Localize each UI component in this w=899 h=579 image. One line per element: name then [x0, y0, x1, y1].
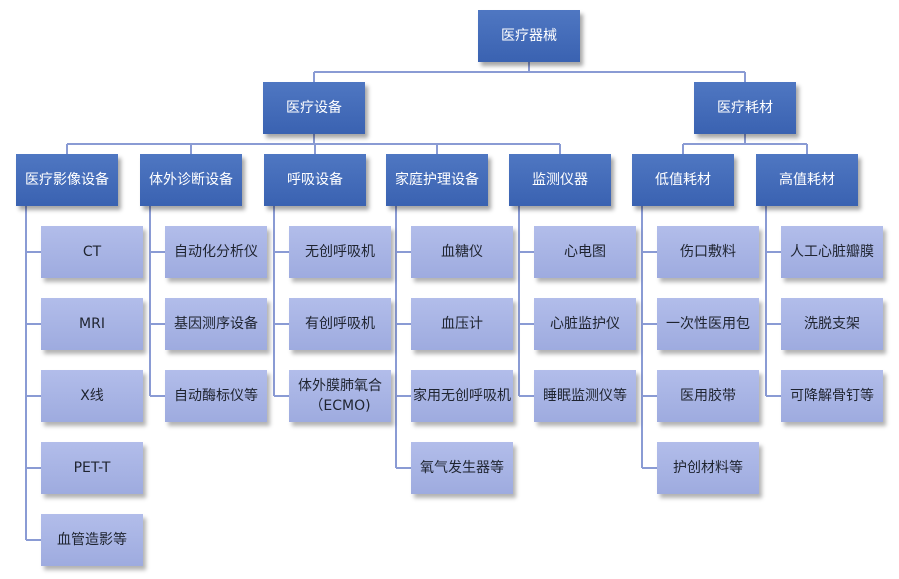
leaf-node: 自动化分析仪: [165, 226, 267, 278]
leaf-node: 可降解骨钉等: [781, 370, 883, 422]
leaf-node: 伤口敷料: [657, 226, 759, 278]
leaf-node: 医用胶带: [657, 370, 759, 422]
leaf-node: 心脏监护仪: [534, 298, 636, 350]
leaf-node: 睡眠监测仪等: [534, 370, 636, 422]
leaf-node: 护创材料等: [657, 442, 759, 494]
leaf-node: 基因测序设备: [165, 298, 267, 350]
leaf-node: 一次性医用包: [657, 298, 759, 350]
leaf-node: 心电图: [534, 226, 636, 278]
leaf-node: 人工心脏瓣膜: [781, 226, 883, 278]
leaf-node: PET-T: [41, 442, 143, 494]
leaf-node: MRI: [41, 298, 143, 350]
leaf-node: CT: [41, 226, 143, 278]
leaf-node: 有创呼吸机: [289, 298, 391, 350]
branch-node-medical-equipment: 医疗设备: [263, 82, 365, 134]
category-node-low-value: 低值耗材: [632, 154, 734, 206]
category-node-home-care: 家庭护理设备: [386, 154, 488, 206]
leaf-node: 无创呼吸机: [289, 226, 391, 278]
leaf-node: 血压计: [411, 298, 513, 350]
category-node-ivd: 体外诊断设备: [140, 154, 242, 206]
category-node-respiratory: 呼吸设备: [264, 154, 366, 206]
leaf-node: 氧气发生器等: [411, 442, 513, 494]
leaf-node: 体外膜肺氧合（ECMO): [289, 370, 391, 422]
leaf-node: 自动酶标仪等: [165, 370, 267, 422]
leaf-node: 血管造影等: [41, 514, 143, 566]
leaf-node: 家用无创呼吸机: [411, 370, 513, 422]
category-node-imaging: 医疗影像设备: [16, 154, 118, 206]
category-node-high-value: 高值耗材: [756, 154, 858, 206]
root-node: 医疗器械: [478, 10, 580, 62]
category-node-monitoring: 监测仪器: [509, 154, 611, 206]
leaf-node: 洗脱支架: [781, 298, 883, 350]
leaf-node: 血糖仪: [411, 226, 513, 278]
leaf-node: X线: [41, 370, 143, 422]
branch-node-medical-consumables: 医疗耗材: [694, 82, 796, 134]
